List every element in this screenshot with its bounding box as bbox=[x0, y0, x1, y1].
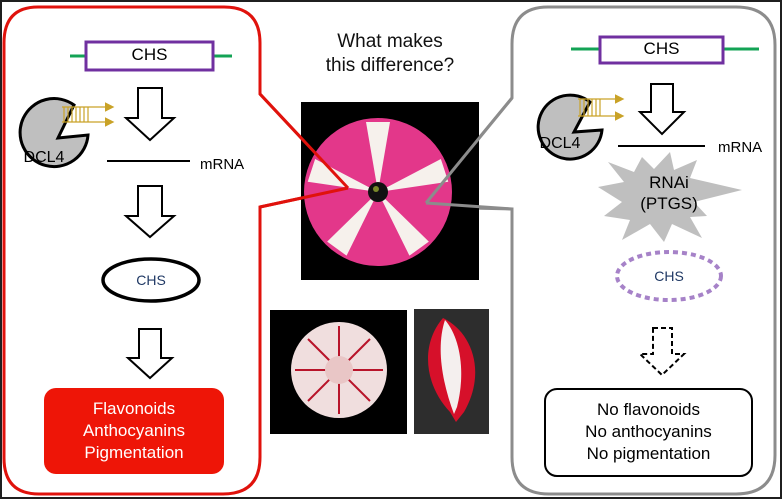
left-dcl4-enzyme-icon bbox=[18, 97, 115, 168]
left-outcome-line-2: Anthocyanins bbox=[82, 421, 186, 440]
rnai-burst-shape bbox=[598, 152, 742, 242]
right-outcome-line-1: No flavonoids bbox=[596, 400, 700, 419]
left-outcome-line-3: Pigmentation bbox=[84, 443, 184, 462]
rnai-label: RNAi (PTGS) bbox=[624, 172, 714, 214]
right-mrna-label: mRNA bbox=[718, 139, 763, 156]
left-outcome-line-1: Flavonoids bbox=[92, 399, 176, 418]
left-arrow-transcription bbox=[123, 87, 177, 142]
right-enzyme-label: DCL4 bbox=[539, 135, 581, 152]
right-protein-label: CHS bbox=[654, 268, 684, 284]
right-outcome-line-3: No pigmentation bbox=[586, 444, 711, 463]
question-text: What makes this difference? bbox=[302, 30, 478, 78]
left-outcome-text: Flavonoids Anthocyanins Pigmentation bbox=[44, 398, 224, 464]
petunia-photo bbox=[301, 102, 479, 280]
rnai-line-2: (PTGS) bbox=[640, 194, 698, 213]
right-panel-border bbox=[418, 5, 777, 496]
left-gene-box bbox=[84, 40, 215, 72]
left-protein-label: CHS bbox=[136, 272, 166, 288]
left-enzyme-label: DCL4 bbox=[23, 149, 65, 166]
dahlia-photo bbox=[270, 310, 407, 434]
dahlia-petal-photo bbox=[414, 309, 489, 434]
left-arrow-biosynthesis bbox=[125, 328, 175, 380]
question-line-1: What makes bbox=[337, 31, 443, 52]
right-outcome-box bbox=[544, 388, 753, 477]
right-outcome-text: No flavonoids No anthocyanins No pigment… bbox=[545, 399, 752, 465]
right-protein-ellipse-dashed bbox=[615, 250, 723, 302]
right-arrow-dashed bbox=[637, 327, 687, 377]
right-gene-box bbox=[598, 35, 725, 65]
right-outcome-line-2: No anthocyanins bbox=[585, 422, 712, 441]
right-gene-label: CHS bbox=[643, 39, 680, 58]
right-dcl4-enzyme-icon bbox=[536, 93, 625, 161]
left-gene-construct bbox=[70, 40, 232, 72]
right-arrow-transcription bbox=[637, 83, 687, 136]
left-mrna-label: mRNA bbox=[200, 156, 245, 173]
left-outcome-box bbox=[44, 388, 224, 474]
question-line-2: this difference? bbox=[325, 55, 455, 76]
right-gene-construct bbox=[571, 35, 759, 65]
left-protein-ellipse bbox=[101, 257, 201, 303]
rnai-line-1: RNAi bbox=[649, 173, 689, 192]
left-panel-border bbox=[2, 5, 351, 496]
left-gene-label: CHS bbox=[131, 45, 168, 64]
left-arrow-translation bbox=[123, 185, 177, 239]
